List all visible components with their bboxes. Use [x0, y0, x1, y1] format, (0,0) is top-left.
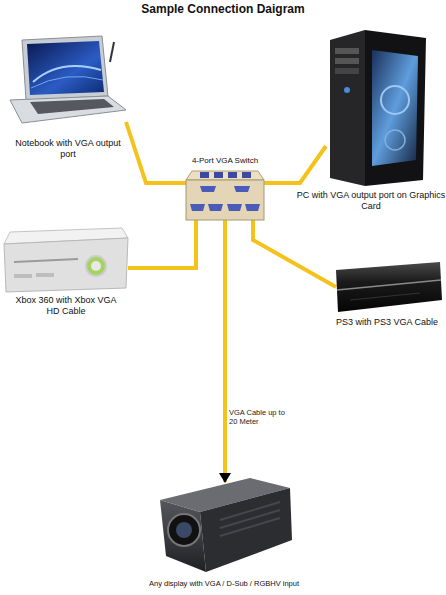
xbox-device: Xbox 360 with Xbox VGA HD Cable: [4, 228, 128, 292]
tower-front: [330, 30, 365, 186]
tower-side: [365, 30, 426, 186]
vga-switch: 4-Port VGA Switch: [186, 170, 264, 220]
notebook-illustration: [10, 36, 126, 123]
vga-cable: [264, 146, 326, 183]
drive-bay: [335, 68, 359, 74]
switch-button: [214, 172, 223, 178]
antenna: [110, 42, 114, 62]
vga-switch-illustration: [186, 171, 264, 220]
side-window: [372, 50, 418, 166]
vga-port: [245, 204, 260, 211]
fan: [385, 130, 405, 150]
vga-cable: [126, 122, 186, 183]
switch-button: [228, 172, 237, 178]
console-body: [336, 262, 442, 312]
fan: [381, 86, 409, 114]
silver-stripe: [337, 280, 441, 290]
screen: [27, 41, 104, 95]
display-device: Any display with VGA / D-Sub / RGBHV inp…: [156, 478, 292, 574]
drive-bay: [335, 48, 359, 54]
pc-device: PC with VGA output port on Graphics Card: [322, 26, 428, 186]
device-label: Xbox 360 with Xbox VGA HD Cable: [12, 295, 120, 317]
vga-cable: [128, 220, 196, 268]
drive-bay: [335, 58, 359, 64]
notebook-device: Notebook with VGA output port: [8, 38, 128, 124]
switch-button: [242, 172, 251, 178]
vent: [220, 510, 280, 528]
ps3-device: PS3 with PS3 VGA Cable: [332, 262, 442, 312]
console-button: [36, 273, 54, 277]
vga-cable: [253, 220, 336, 287]
screen-bezel: [22, 36, 108, 100]
device-label: Any display with VGA / D-Sub / RGBHV inp…: [142, 578, 306, 589]
keyboard: [30, 99, 114, 114]
device-label: PC with VGA output port on Graphics Card: [296, 190, 446, 212]
vent: [220, 502, 280, 520]
xbox-illustration: [4, 228, 128, 292]
vga-port: [234, 186, 250, 192]
power-ring: [86, 256, 106, 276]
device-label: Notebook with VGA output port: [8, 138, 128, 160]
vga-port: [208, 204, 223, 211]
vga-port: [227, 204, 242, 211]
lens: [168, 514, 200, 546]
diagram-title: Sample Connection Daigram: [0, 2, 446, 16]
screen-swirl: [33, 66, 101, 82]
ps3-illustration: [336, 262, 442, 312]
projector-front: [160, 500, 206, 572]
projector-side: [200, 488, 292, 572]
pc-tower-illustration: [330, 30, 426, 186]
lens: [176, 522, 192, 538]
screen-swirl: [31, 76, 103, 88]
disc-slot: [350, 293, 420, 300]
projector-illustration: [160, 478, 292, 572]
switch-front: [186, 180, 264, 220]
console-button: [14, 274, 32, 278]
power-button: [344, 87, 350, 93]
vga-cable: [223, 220, 227, 482]
switch-button: [200, 172, 209, 178]
device-label: PS3 with PS3 VGA Cable: [332, 317, 442, 328]
device-label: 4-Port VGA Switch: [174, 155, 276, 166]
laptop-base: [10, 96, 126, 123]
console-front: [4, 238, 128, 292]
cable-label: VGA Cable up to 20 Meter: [229, 408, 293, 426]
switch-top: [186, 171, 264, 180]
vga-port: [190, 204, 205, 211]
disc-slot: [14, 259, 78, 262]
vga-port: [200, 186, 216, 192]
vent: [220, 518, 280, 536]
power-ring: [91, 261, 101, 271]
